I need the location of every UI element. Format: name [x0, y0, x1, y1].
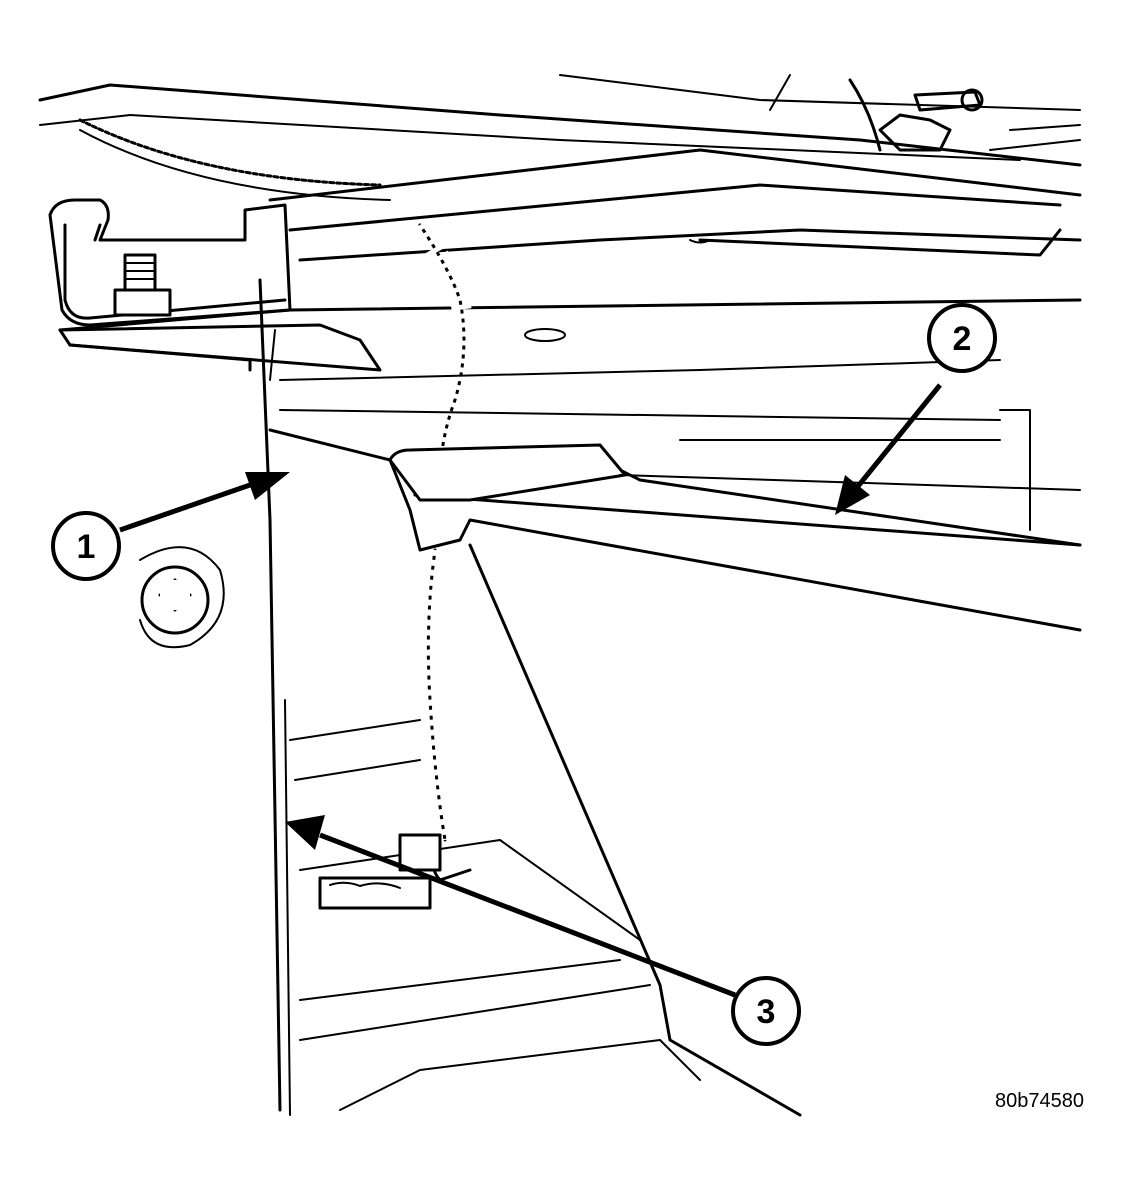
callout-1-label: 1 — [77, 528, 96, 566]
callout-1: 1 — [51, 472, 290, 581]
figure-id-label: 80b74580 — [995, 1090, 1084, 1112]
upper-frame-structure — [38, 74, 1082, 201]
trim-panel — [258, 278, 802, 1117]
callout-2-label: 2 — [953, 320, 972, 358]
screw-fastener — [139, 546, 225, 649]
seat-track-cover — [268, 359, 1082, 632]
wire-harness — [411, 219, 474, 882]
channel-bracket — [48, 198, 1082, 372]
callout-2: 2 — [835, 303, 997, 515]
callout-3-label: 3 — [757, 993, 776, 1031]
callout-3: 3 — [285, 815, 801, 1046]
seat-rail-channel — [268, 148, 1082, 262]
